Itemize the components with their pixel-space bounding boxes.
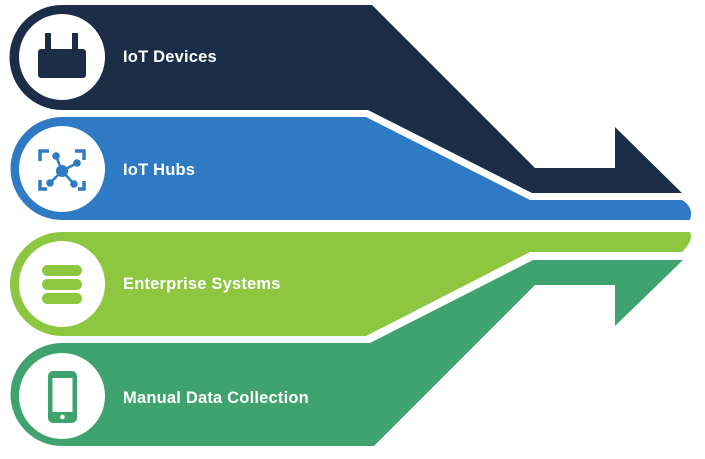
stage-band-manual-data-collection: [10, 260, 684, 446]
database-icon: [42, 265, 82, 304]
stage-label-iot-hubs: IoT Hubs: [123, 161, 196, 179]
stage-label-enterprise-systems: Enterprise Systems: [123, 275, 281, 293]
network-hub-icon: [38, 149, 86, 191]
stage-band-enterprise-systems: [10, 232, 691, 336]
stage-band-iot-devices: [9, 5, 683, 193]
stage-band-iot-hubs: [10, 117, 692, 220]
stage-label-manual-data-collection: Manual Data Collection: [123, 389, 309, 407]
device-icon: [38, 33, 86, 78]
smartphone-icon: [48, 371, 77, 423]
stage-label-iot-devices: IoT Devices: [123, 48, 217, 66]
